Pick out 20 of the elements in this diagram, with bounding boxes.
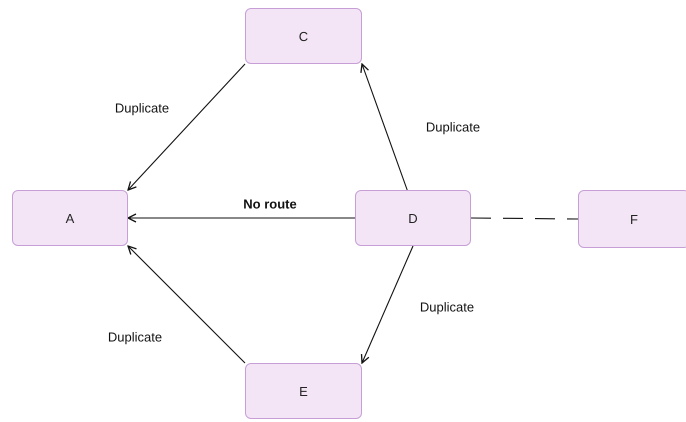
edge-label: Duplicate — [112, 100, 172, 116]
edge-label: Duplicate — [424, 120, 482, 134]
arrow — [127, 213, 355, 223]
node-label: C — [298, 28, 308, 44]
process-box — [355, 190, 471, 246]
node-label: F — [630, 212, 638, 226]
arrow — [127, 245, 246, 364]
process-box — [245, 363, 362, 419]
node-label: D — [408, 210, 418, 226]
arrow — [360, 246, 414, 364]
process-box — [578, 190, 686, 248]
edge-label: No route — [241, 196, 299, 212]
node-label: E — [299, 384, 308, 398]
node-label: A — [66, 210, 74, 226]
arrow — [127, 64, 246, 191]
arrow — [360, 63, 408, 190]
process-box — [245, 8, 362, 64]
edge-label: Duplicate — [106, 330, 164, 344]
edge-label: Duplicate — [418, 300, 476, 314]
process-box — [12, 190, 128, 246]
